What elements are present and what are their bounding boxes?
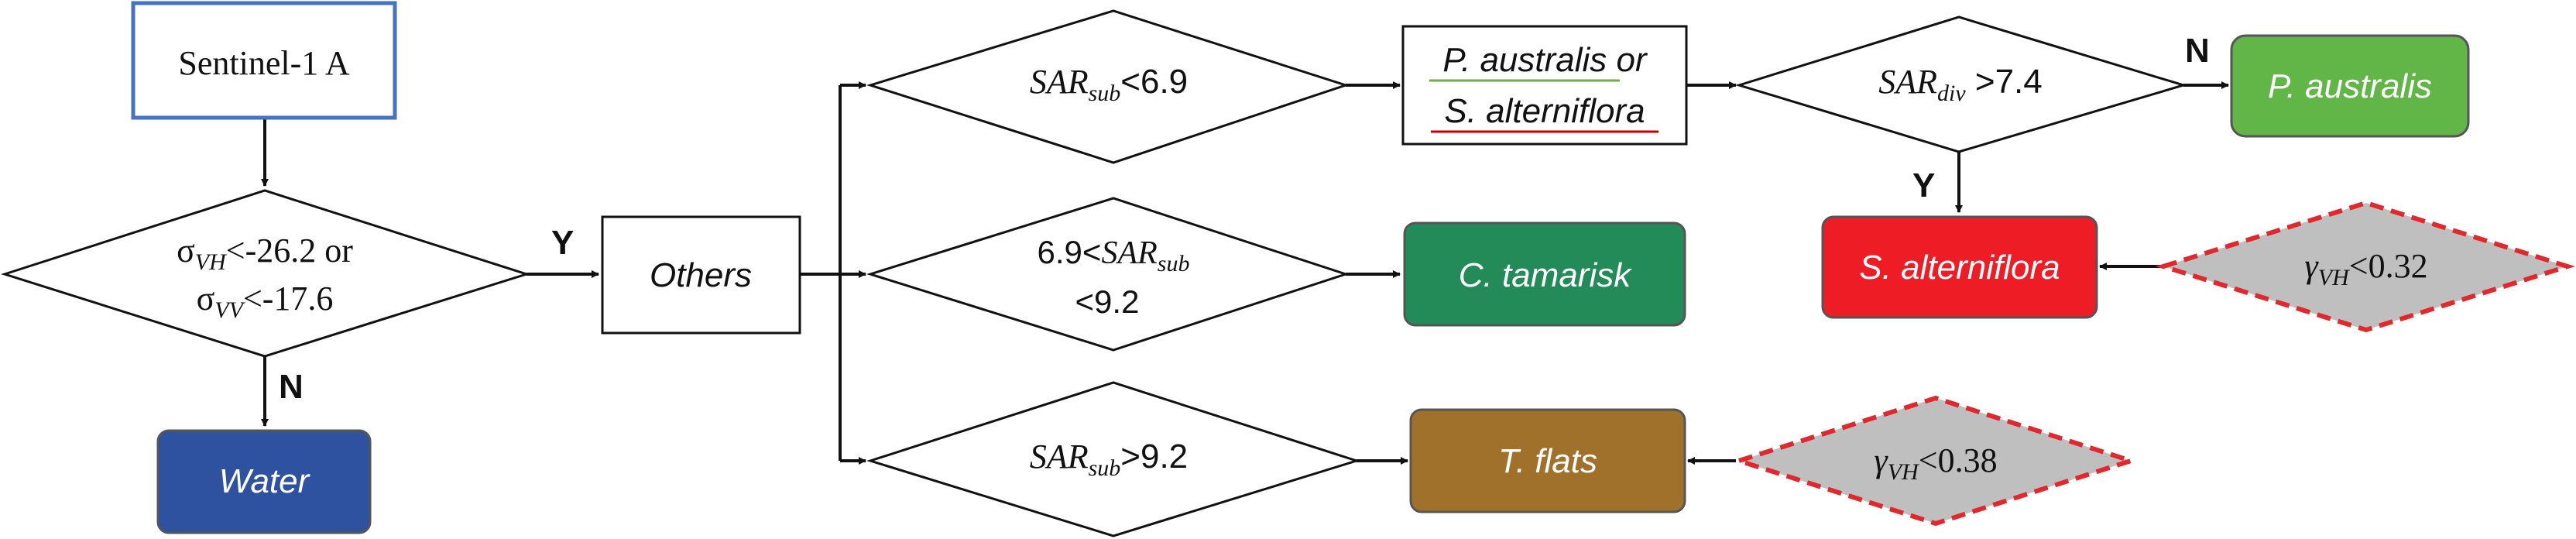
gamma-038-diamond: γVH<0.38 — [1731, 395, 2139, 527]
t-flats-node: T. flats — [1409, 408, 1686, 513]
c-tamarisk-node: C. tamarisk — [1403, 221, 1686, 327]
sar-div-diamond: SARdiv >7.4 — [1734, 15, 2188, 153]
edge-label-div-no: N — [2185, 32, 2210, 70]
edge-label-threshold-no: N — [279, 368, 304, 406]
gamma-032-text: γVH<0.32 — [2304, 247, 2427, 290]
others-node: Others — [601, 215, 801, 335]
sar-mid-diamond: 6.9<SARsub <9.2 — [866, 197, 1350, 352]
sar-high-text: SARsub>9.2 — [1030, 438, 1188, 481]
gamma-038-text: γVH<0.38 — [1874, 441, 1997, 485]
s-alterniflora-label: S. alterniflora — [1859, 249, 2060, 287]
pa-or-sa-node: P. australis or S. alterniflora — [1401, 25, 1688, 146]
threshold-line1: σVH<-26.2 or — [177, 232, 353, 275]
threshold-diamond: σVH<-26.2 or σVV<-17.6 — [1, 189, 530, 358]
sar-low-text: SARsub<6.9 — [1030, 63, 1188, 106]
c-tamarisk-label: C. tamarisk — [1459, 256, 1632, 294]
pa-or-sa-line2: S. alterniflora — [1444, 92, 1645, 130]
t-flats-label: T. flats — [1498, 442, 1597, 480]
others-label: Others — [650, 256, 752, 294]
p-australis-label: P. australis — [2268, 67, 2432, 105]
gamma-032-diamond: γVH<0.32 — [2155, 200, 2575, 333]
sar-div-text: SARdiv >7.4 — [1878, 63, 2043, 106]
sar-mid-line2: <9.2 — [1075, 283, 1140, 320]
threshold-line2: σVV<-17.6 — [197, 280, 334, 323]
water-node: Water — [156, 429, 372, 534]
sar-mid-line1: 6.9<SARsub — [1038, 234, 1190, 276]
edge-label-threshold-yes: Y — [551, 224, 574, 262]
sar-low-diamond: SARsub<6.9 — [866, 9, 1350, 164]
pa-or-sa-line1: P. australis or — [1442, 41, 1648, 79]
sentinel-node: Sentinel-1 A — [131, 1, 397, 120]
sar-high-diamond: SARsub>9.2 — [866, 381, 1360, 537]
s-alterniflora-node: S. alterniflora — [1821, 215, 2098, 319]
p-australis-node: P. australis — [2230, 34, 2470, 138]
edge-label-div-yes: Y — [1912, 167, 1935, 204]
water-label: Water — [219, 462, 311, 500]
connectors — [261, 81, 2229, 465]
sentinel-label: Sentinel-1 A — [178, 44, 349, 82]
